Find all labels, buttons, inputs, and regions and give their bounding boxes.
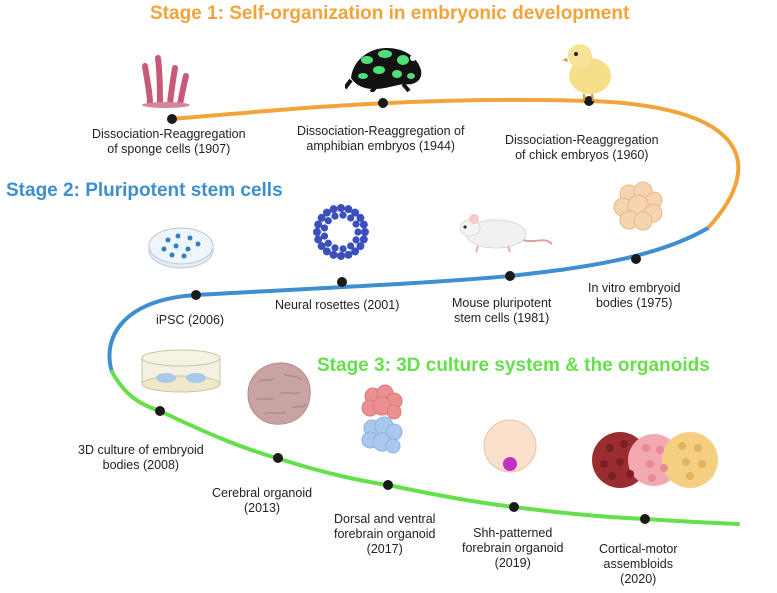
node-1907 (167, 114, 177, 124)
node-1981 (505, 271, 515, 281)
rosette-cell (344, 205, 353, 214)
rosette-cell (314, 235, 323, 244)
rosette-cell (322, 247, 331, 256)
node-2013 (273, 453, 283, 463)
shh-organoid-icon (483, 419, 537, 473)
cerebral-organoid-icon (247, 362, 311, 425)
rosette-cell (337, 204, 345, 212)
rosette-cell (352, 220, 360, 228)
rosette-cell (329, 205, 338, 214)
rosette-cell (320, 224, 329, 232)
rosette-cell (339, 245, 347, 253)
rosette-cell (361, 228, 369, 236)
rosette-cell (322, 208, 331, 217)
rosette-cell (317, 242, 326, 251)
rosette-cell (324, 239, 332, 247)
event-label-2006: iPSC (2006) (156, 313, 225, 327)
assembloid-icon (592, 432, 718, 488)
node-1975 (631, 254, 641, 264)
rosette-cell (356, 242, 365, 251)
rosette-cell (337, 252, 345, 260)
rosette-cell (356, 213, 365, 222)
rosette-cell (359, 235, 368, 244)
rosette-cell (317, 213, 326, 222)
rosette-cell (352, 236, 360, 244)
rosette-cell (313, 228, 321, 236)
event-label-2001: Neural rosettes (2001) (275, 298, 400, 312)
rosette-cell (331, 212, 339, 220)
frog-icon (345, 48, 422, 92)
rosette-cell (359, 220, 368, 229)
stage2-title: Stage 2: Pluripotent stem cells (6, 180, 283, 201)
neural-rosette-icon (313, 204, 369, 260)
node-2006 (191, 290, 201, 300)
node-1944 (378, 98, 388, 108)
forebrain-organoid-icon (361, 384, 403, 454)
stage1-curve (170, 97, 741, 230)
node-2019 (509, 502, 519, 512)
rosette-cell (351, 208, 360, 217)
node-1960 (584, 96, 594, 106)
stage3-title: Stage 3: 3D culture system & the organoi… (317, 355, 710, 376)
node-2017 (383, 480, 393, 490)
rosette-cell (329, 250, 338, 259)
rosette-cell (347, 214, 355, 222)
timeline-nodes (155, 96, 650, 524)
embryoid-body-icon (613, 181, 663, 231)
node-2001 (337, 277, 347, 287)
rosette-cell (320, 232, 329, 240)
rosette-cell (324, 217, 332, 225)
petri-dish-icon (148, 227, 214, 269)
rosette-cell (331, 244, 339, 252)
mouse-icon (460, 214, 553, 253)
event-label-2013: Cerebral organoid(2013) (212, 486, 313, 515)
stage2-curve (107, 226, 710, 373)
rosette-cell (344, 250, 353, 259)
rosette-cell (354, 228, 362, 236)
node-2020 (640, 514, 650, 524)
sponge-icon (142, 55, 190, 108)
culture-dish-icon (141, 349, 221, 393)
rosette-cell (347, 242, 355, 250)
rosette-cell (339, 211, 347, 219)
node-2008 (155, 406, 165, 416)
rosette-cell (351, 247, 360, 256)
rosette-cell (314, 220, 323, 229)
chick-icon (562, 44, 611, 102)
stage1-title: Stage 1: Self-organization in embryonic … (150, 3, 630, 24)
